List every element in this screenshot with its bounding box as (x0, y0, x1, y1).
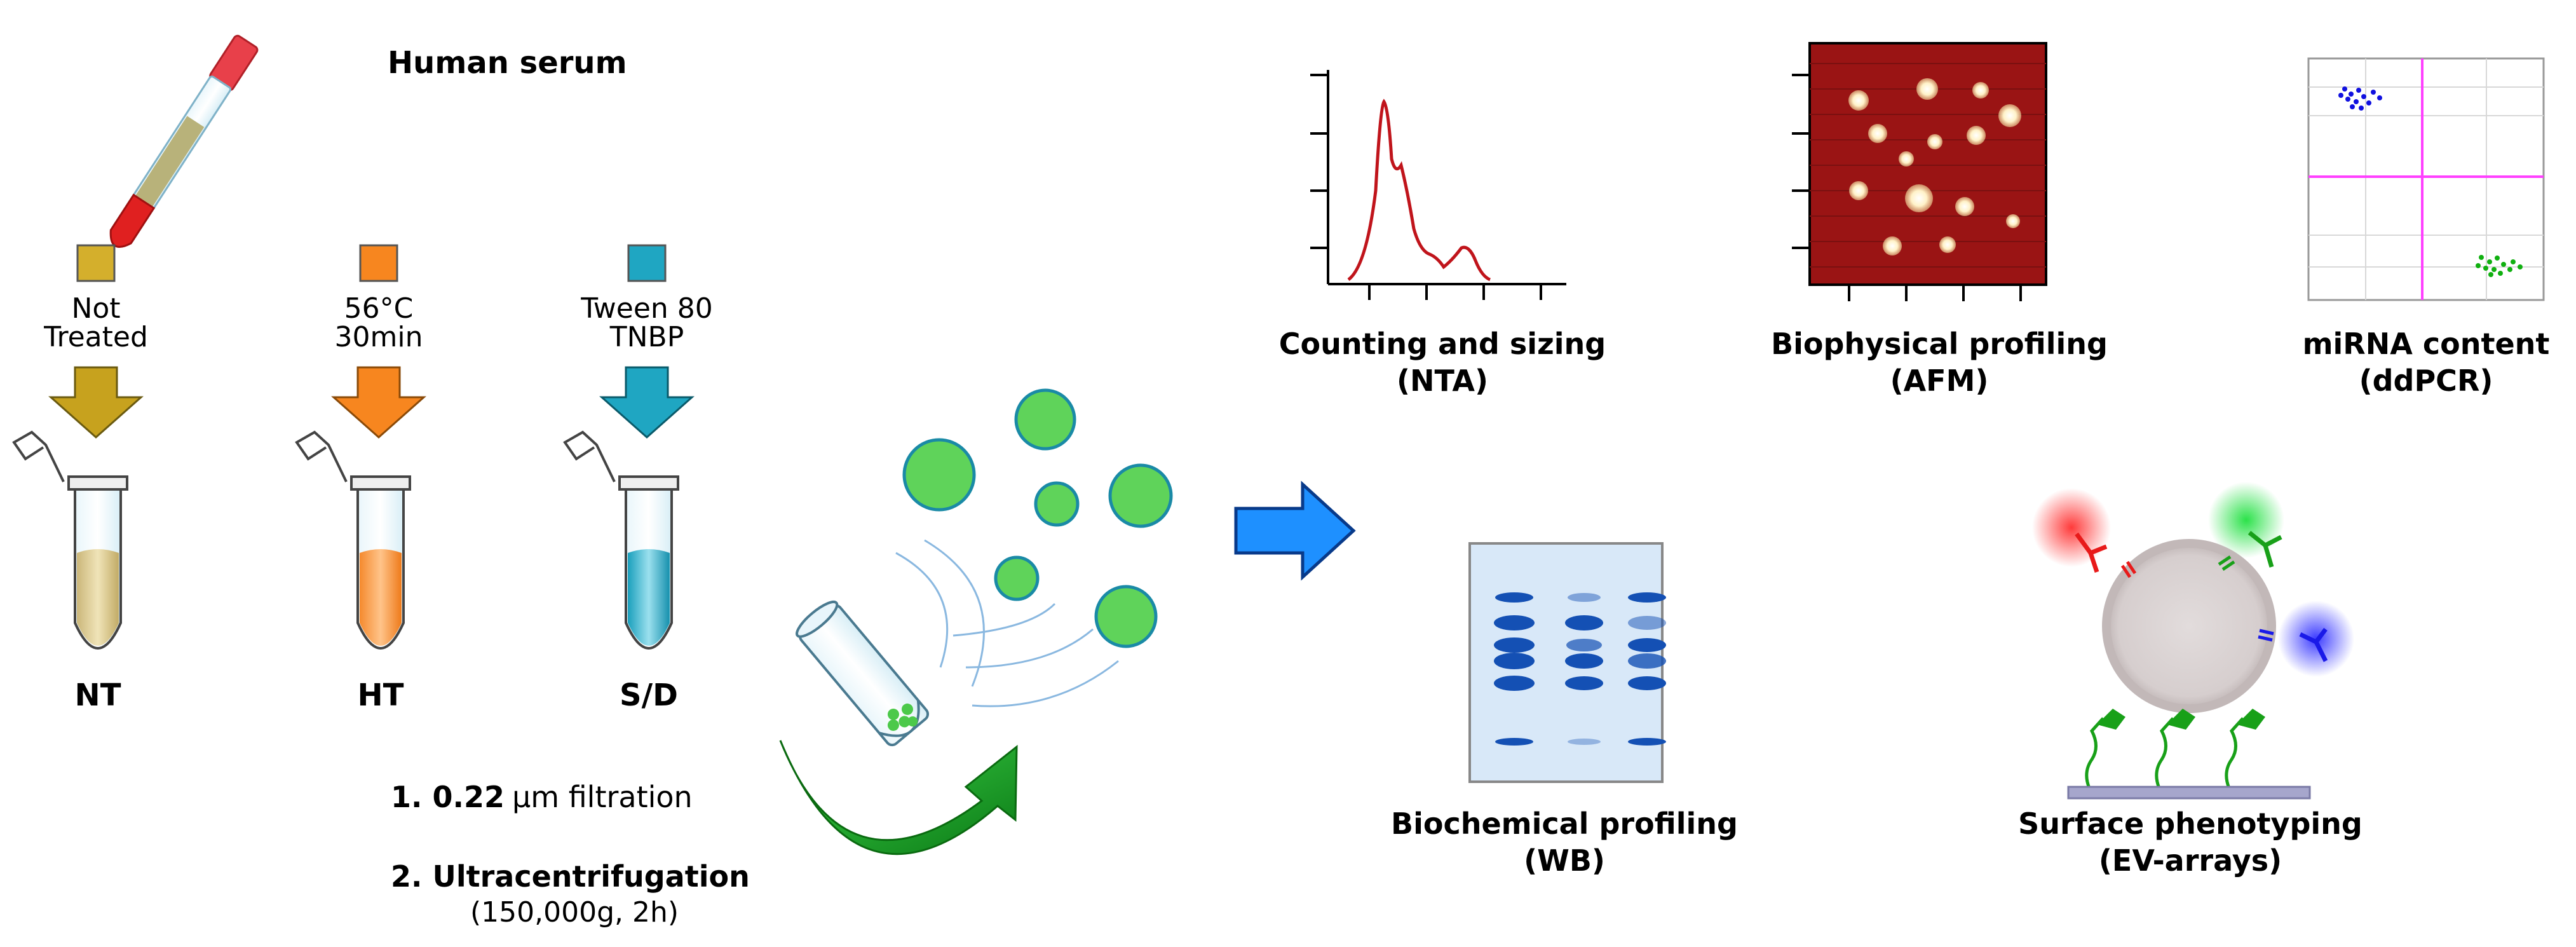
centrifuge-tube-icon (796, 600, 930, 747)
treatment-line1: Not (71, 292, 120, 325)
treatment-line2: Treated (43, 321, 148, 353)
nta-plot-icon (1310, 70, 1566, 300)
right-arrow-icon (1234, 480, 1356, 581)
isolation-step2-detail: (150,000g, 2h) (470, 896, 679, 929)
ev-particle (1034, 481, 1080, 527)
treatment-swatch (359, 244, 398, 282)
down-arrow-icon (599, 366, 695, 439)
isolation-step2-label: 2. Ultracentrifugation (391, 859, 750, 894)
treatment-abbr: NT (75, 678, 121, 713)
treatment-sd: Tween 80 TNBP S/D (563, 244, 713, 713)
treatment-line2: 30min (335, 321, 423, 353)
treatment-ht: 56°C 30min HT (295, 244, 426, 713)
treatment-abbr: S/D (620, 678, 678, 713)
treatment-abbr: HT (358, 678, 404, 713)
ev-particle (1094, 585, 1158, 648)
treatment-swatch (76, 244, 116, 282)
ddpcr-plot-icon (2307, 57, 2545, 301)
analysis-method: (ddPCR) (2359, 364, 2493, 398)
western-blot-icon (1468, 542, 1666, 783)
eppendorf-tube-icon (563, 430, 679, 650)
serum-label: Human serum (388, 45, 627, 81)
ev-particle (994, 555, 1040, 601)
treatment-nt: Not Treated NT (12, 244, 148, 713)
eppendorf-tube-icon (12, 430, 128, 650)
centrifuge-illustration (779, 388, 1173, 855)
analysis-method: (AFM) (1890, 364, 1989, 398)
analysis-method: (NTA) (1397, 364, 1488, 398)
treatment-line1: Tween 80 (580, 292, 713, 325)
analysis-title: Biophysical profiling (1771, 327, 2108, 361)
analysis-title: Surface phenotyping (2018, 807, 2362, 841)
serum-tube-icon (109, 34, 259, 249)
analysis-title: Counting and sizing (1279, 327, 1606, 361)
ev-array-icon (2032, 482, 2354, 800)
rotation-arrow-icon (779, 740, 1018, 855)
treatment-line2: TNBP (609, 321, 684, 353)
treatment-swatch (627, 244, 667, 282)
down-arrow-icon (48, 366, 144, 439)
afm-image-icon (1792, 42, 2047, 301)
analysis-title: miRNA content (2303, 327, 2550, 361)
ev-particle (902, 438, 976, 512)
analysis-method: (WB) (1524, 843, 1605, 878)
down-arrow-icon (331, 366, 426, 439)
ev-particle (1108, 463, 1173, 528)
analysis-method: (EV-arrays) (2099, 843, 2282, 878)
analysis-title: Biochemical profiling (1391, 807, 1738, 841)
treatment-line1: 56°C (344, 292, 414, 325)
ev-particle (1014, 388, 1076, 451)
eppendorf-tube-icon (295, 430, 411, 650)
